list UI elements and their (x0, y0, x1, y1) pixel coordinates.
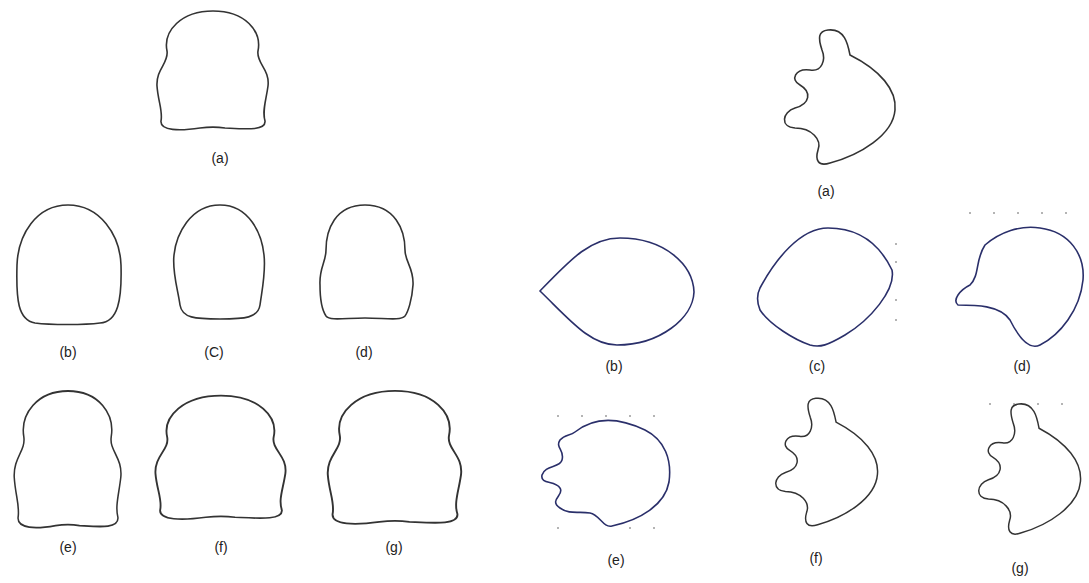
contour-outline (757, 228, 892, 346)
figure-label: (d) (355, 345, 372, 359)
figure-label: (C) (204, 345, 223, 359)
contour-outline (540, 238, 694, 345)
contour-outline (14, 391, 121, 528)
figure-label: (e) (607, 553, 624, 567)
figure-label: (d) (1013, 359, 1030, 373)
contour-outline (784, 30, 895, 164)
figure-label: (g) (385, 540, 402, 554)
figure-label: (b) (59, 345, 76, 359)
contour-outline (17, 205, 121, 325)
figure-label: (a) (817, 184, 834, 198)
contour-outline (320, 205, 413, 319)
figure-label: (g) (1011, 561, 1028, 575)
contour-outline (174, 205, 265, 319)
figure-label: (f) (809, 551, 822, 565)
figure-label: (c) (809, 359, 825, 373)
contour-outline (956, 227, 1083, 346)
figure-label: (f) (214, 540, 227, 554)
contour-outline (776, 398, 878, 526)
contour-outline (979, 404, 1081, 534)
grid-dots (557, 212, 1067, 529)
contour-outline (328, 391, 462, 524)
figure-label: (b) (605, 359, 622, 373)
figure-label: (a) (211, 151, 228, 165)
contour-outline (157, 11, 268, 130)
figure-label: (e) (59, 540, 76, 554)
contour-outline (542, 421, 670, 527)
contour-outline (155, 396, 285, 519)
